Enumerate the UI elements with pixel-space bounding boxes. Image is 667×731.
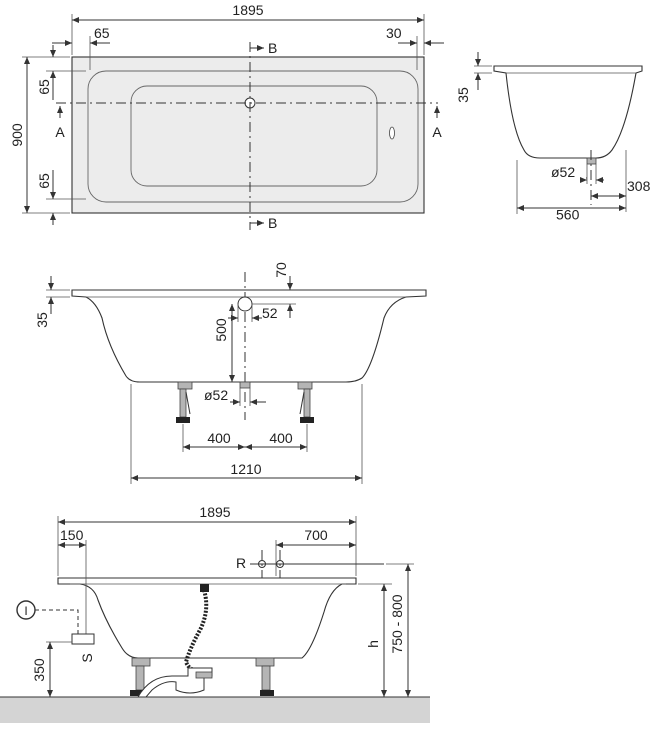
install-length-label: 1895 — [199, 504, 230, 520]
section-a-right-label: A — [432, 124, 442, 140]
foot-left — [176, 381, 193, 423]
install-total-height-label: 750 - 800 — [389, 594, 405, 653]
foot-right — [297, 381, 314, 423]
front-section-outline — [71, 289, 427, 383]
install-connector-box — [71, 633, 95, 645]
front-drain-height-label: 70 — [273, 262, 289, 278]
install-tap-offset-label: 700 — [304, 527, 328, 543]
section-b-top-label: B — [268, 40, 277, 56]
side-drain-dia-label: ø52 — [551, 164, 575, 180]
install-floor-height-label: 350 — [31, 658, 47, 682]
install-margin-left-label: 150 — [60, 527, 84, 543]
install-h-label: h — [365, 640, 381, 648]
front-foot-left-label: 400 — [207, 430, 231, 446]
side-section: 35 ø52 308 560 — [455, 52, 651, 222]
front-base-length-label: 1210 — [230, 461, 261, 477]
front-overflow-dia-label: 52 — [262, 305, 278, 321]
install-tap-label: R — [236, 555, 246, 571]
floor — [0, 697, 430, 723]
install-s-label: S — [79, 653, 95, 662]
top-length-label: 1895 — [232, 2, 263, 18]
top-margin-left-label: 65 — [94, 25, 110, 41]
front-rim-label: 35 — [34, 312, 50, 328]
side-section-outline — [493, 65, 643, 159]
front-drain-dia-label: ø52 — [204, 387, 228, 403]
install-foot-left — [130, 657, 151, 696]
top-view-overflow — [389, 126, 395, 140]
side-bottom-width-label: 560 — [556, 206, 580, 222]
install-tub-outline — [57, 577, 357, 659]
install-foot-right — [255, 657, 275, 696]
section-a-left-label: A — [55, 124, 65, 140]
top-margin-right-label: 30 — [386, 25, 402, 41]
waste-trap — [137, 667, 213, 698]
side-rim-label: 35 — [455, 87, 471, 103]
install-view: 1895 150 700 R I S 350 h 750 - 800 — [0, 504, 430, 723]
front-overflow — [237, 296, 253, 312]
top-margin-top-label: 65 — [36, 79, 52, 95]
front-foot-right-label: 400 — [269, 430, 293, 446]
front-overflow-height-label: 500 — [213, 318, 229, 342]
top-view: 1895 65 30 900 65 65 A A B — [9, 2, 444, 231]
side-drain-offset-label: 308 — [627, 178, 651, 194]
front-section: 35 70 52 500 ø52 400 400 1210 — [34, 262, 427, 484]
top-view-bottom-contour — [130, 85, 378, 187]
install-connector-label: I — [24, 604, 27, 618]
top-margin-bottom-label: 65 — [36, 173, 52, 189]
top-width-label: 900 — [9, 123, 25, 147]
section-b-bottom-label: B — [268, 215, 277, 231]
